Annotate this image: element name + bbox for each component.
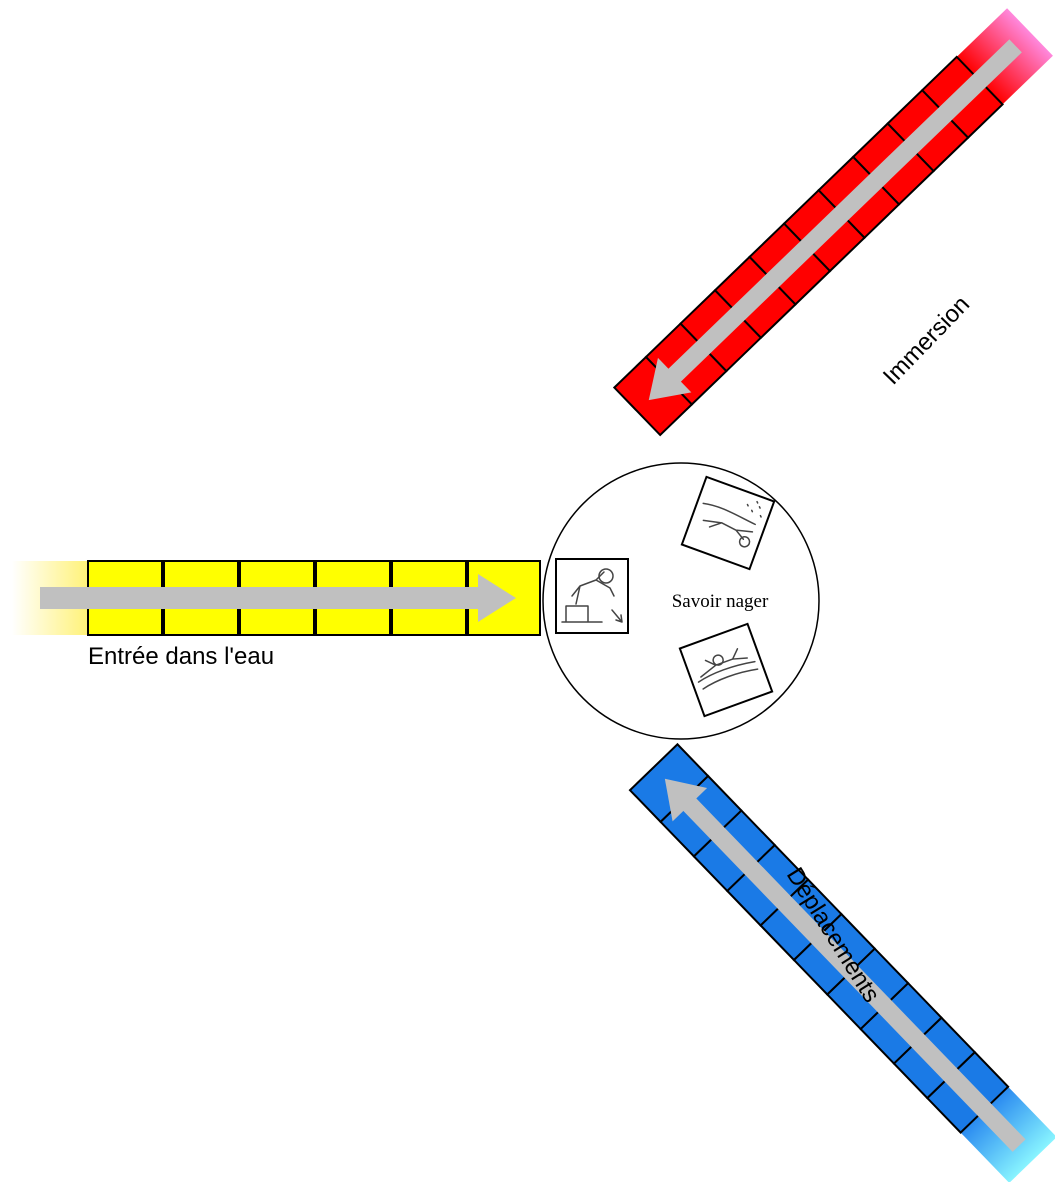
branch-deplacements-arrow (664, 778, 1026, 1152)
underwater-swimmer-icon (680, 475, 776, 571)
branch-entree-label: Entrée dans l'eau (88, 643, 274, 670)
branch-deplacements (628, 742, 1055, 1182)
branch-immersion-arrow (648, 39, 1022, 401)
floating-swimmer-icon (678, 622, 774, 718)
branch-entree: Entrée dans l'eau (12, 560, 541, 670)
branch-entree-arrow (40, 574, 516, 622)
branch-immersion (612, 8, 1053, 437)
diving-swimmer-icon (555, 558, 629, 634)
center-label: Savoir nager (672, 591, 769, 612)
branch-immersion-label: Immersion (878, 291, 975, 390)
